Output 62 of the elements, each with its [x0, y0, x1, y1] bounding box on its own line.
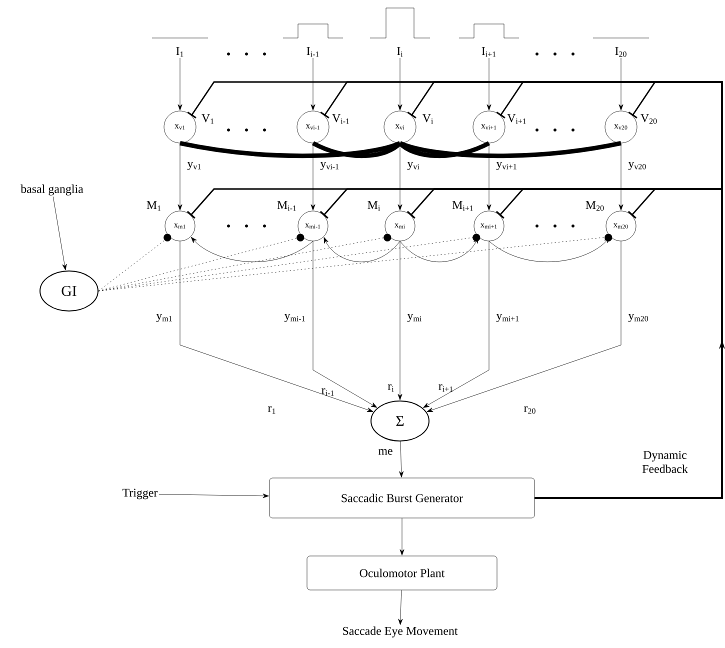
arrow [398, 590, 403, 625]
node-label: Trigger [122, 488, 158, 500]
arrow [310, 143, 316, 210]
edge-label: y$_{v1}$ [187, 162, 201, 170]
weight-label: r$_{20}$ [524, 406, 536, 414]
neuron-label: V$_{1}$ [202, 114, 214, 124]
arrow [423, 241, 490, 408]
neuron-label: V$_{i+1}$ [507, 114, 526, 124]
edge-label: me [378, 449, 392, 455]
arrow [158, 494, 269, 498]
edge-label: Dynamic Feedback [642, 451, 688, 473]
arrow [398, 58, 402, 110]
edge-label: y$_{mi}$ [407, 314, 422, 322]
arrow [398, 241, 402, 400]
node-label: I$_{i+1}$ [482, 47, 496, 57]
arrow [178, 58, 182, 110]
weight-label: r$_{i+1}$ [438, 384, 453, 392]
node-label: I$_{i-1}$ [306, 47, 319, 57]
edge-label: y$_{m20}$ [628, 314, 648, 322]
edge-label: y$_{mi-1}$ [284, 314, 305, 322]
arrow [400, 518, 404, 556]
arrow [190, 236, 314, 262]
edge-label: y$_{v20}$ [628, 162, 646, 170]
neuron-label: M$_{20}$ [586, 201, 604, 211]
weight-label: r$_{i}$ [388, 384, 394, 392]
process-box: Oculomotor Plant [306, 556, 498, 590]
node-label: I$_{i}$ [397, 47, 403, 57]
arrow [534, 188, 723, 499]
edge-label: y$_{m1}$ [156, 314, 172, 322]
arrow [180, 241, 374, 412]
arrow [324, 237, 400, 262]
arrow [98, 234, 172, 292]
neuron-label: M$_{i+1}$ [452, 201, 473, 211]
neuron-label: M$_{i}$ [368, 201, 380, 211]
edge-label: y$_{vi}$ [407, 162, 420, 170]
arrow [310, 58, 316, 110]
node-label: basal ganglia [20, 184, 84, 196]
arrow [618, 143, 624, 210]
arrow [618, 58, 624, 110]
node-label: Saccade Eye Movement [343, 626, 458, 638]
edge-label: y$_{vi-1}$ [320, 162, 339, 170]
node-label: I$_{1}$ [176, 47, 184, 57]
weight-label: r$_{i-1}$ [322, 388, 334, 396]
arrow [486, 143, 492, 210]
neuron-label: V$_{i}$ [422, 114, 434, 124]
arrow [399, 441, 404, 478]
arrow [426, 241, 622, 412]
neuron-label: M$_{i-1}$ [277, 201, 296, 211]
arrow [52, 196, 67, 270]
arrow [488, 236, 610, 262]
neuron-label: M$_{1}$ [146, 201, 161, 211]
arrow [486, 58, 492, 110]
arrow [98, 234, 612, 292]
process-box: Saccadic Burst Generator [269, 478, 535, 518]
edge-label: y$_{vi+1}$ [496, 162, 516, 170]
arrow [312, 241, 378, 408]
neuron-label: V$_{20}$ [640, 114, 657, 124]
edge-label: y$_{mi+1}$ [496, 314, 519, 322]
arrow [178, 143, 182, 210]
node-label: I$_{20}$ [615, 47, 626, 57]
neuron-label: V$_{i-1}$ [332, 114, 350, 124]
weight-label: r$_{1}$ [268, 406, 276, 414]
